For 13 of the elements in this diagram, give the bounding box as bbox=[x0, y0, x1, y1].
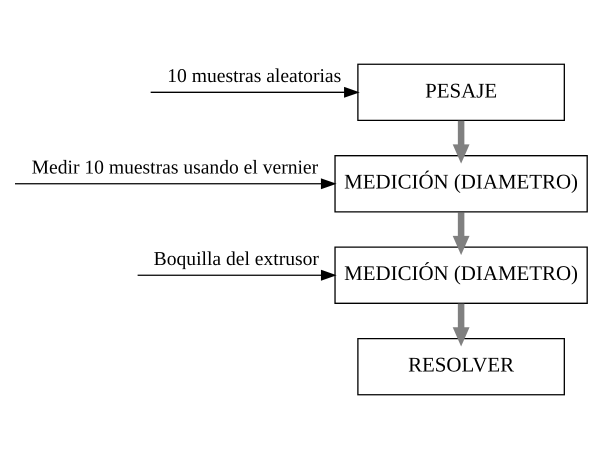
edge-label: 10 muestras aleatorias bbox=[167, 66, 342, 87]
arrow bbox=[452, 212, 470, 256]
edge-label: Medir 10 muestras usando el vernier bbox=[32, 157, 318, 178]
node-box: MEDICIÓN (DIAMETRO) bbox=[334, 246, 588, 304]
node-box: RESOLVER bbox=[357, 338, 565, 396]
arrow bbox=[138, 270, 337, 281]
node-box: PESAJE bbox=[357, 64, 565, 122]
arrow bbox=[452, 120, 470, 164]
arrow bbox=[452, 304, 470, 347]
edge-label: Boquilla del extrusor bbox=[154, 248, 319, 270]
arrow bbox=[15, 178, 337, 190]
arrow bbox=[150, 86, 360, 98]
node-box: MEDICIÓN (DIAMETRO) bbox=[334, 155, 588, 213]
